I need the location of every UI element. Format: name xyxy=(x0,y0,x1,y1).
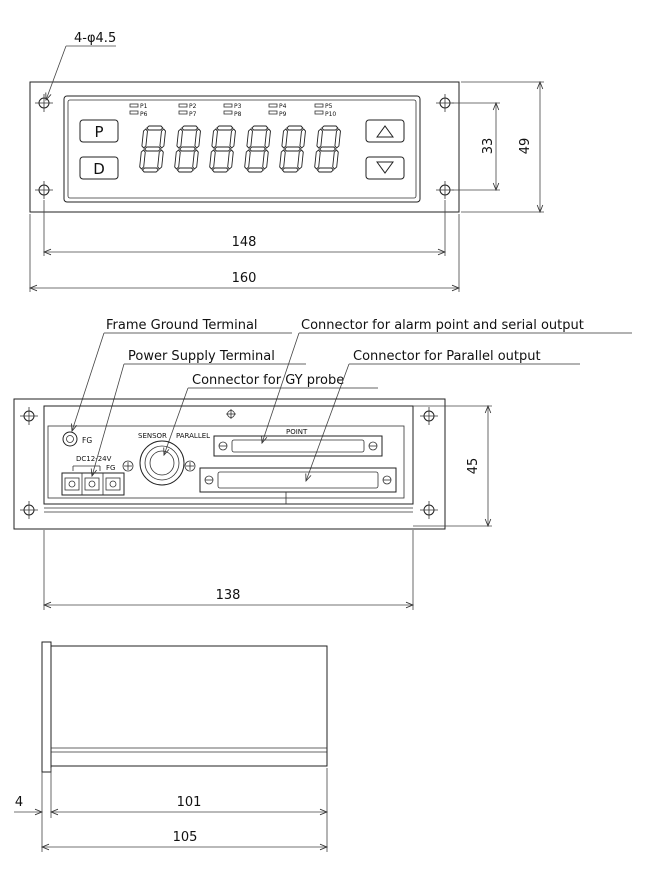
power-supply-terminal: DC12-24V FG xyxy=(61,455,125,496)
indicator-label: P10 xyxy=(325,111,336,118)
display-digit xyxy=(314,125,341,173)
indicator-label: P3 xyxy=(234,103,242,110)
label-sensor: SENSOR xyxy=(138,432,167,440)
indicator-led xyxy=(223,103,233,108)
indicator-label: P6 xyxy=(140,111,148,118)
front-bezel xyxy=(63,95,421,203)
display-digit xyxy=(279,125,306,173)
label-point: POINT xyxy=(286,428,308,436)
alarm-serial-connector: POINT xyxy=(213,428,383,457)
indicator-label: P1 xyxy=(140,103,148,110)
hole-spec-label: 4-φ4.5 xyxy=(74,31,116,46)
label-fg-bottom: FG xyxy=(106,464,115,472)
indicator-label: P7 xyxy=(189,111,197,118)
p-button-label: P xyxy=(94,123,103,141)
indicator-led xyxy=(129,110,139,115)
front-window xyxy=(67,99,417,199)
indicator-led xyxy=(129,103,139,108)
dim-outer-width: 160 xyxy=(232,271,257,286)
rear-mounting-holes xyxy=(20,407,438,519)
dim-body-width: 138 xyxy=(216,588,241,603)
triangle-down-icon xyxy=(376,161,394,174)
side-panel xyxy=(41,641,52,773)
dim-height: 45 xyxy=(466,458,481,475)
d-button[interactable]: D xyxy=(79,156,119,180)
callout-alarm-serial: Connector for alarm point and serial out… xyxy=(301,318,584,333)
gy-probe-connector: SENSOR xyxy=(122,432,196,486)
indicator-label: P5 xyxy=(325,103,333,110)
callout-power-supply: Power Supply Terminal xyxy=(128,349,275,364)
indicator-led xyxy=(268,103,278,108)
indicator-led xyxy=(314,110,324,115)
dim-hole-pitch: 148 xyxy=(232,235,257,250)
dim-total-depth: 105 xyxy=(173,830,198,845)
parallel-connector xyxy=(199,467,397,504)
up-button[interactable] xyxy=(365,119,405,143)
triangle-up-icon xyxy=(376,125,394,138)
dim-hole-vertical: 33 xyxy=(481,138,496,155)
display-digit xyxy=(209,125,236,173)
side-body xyxy=(50,645,328,767)
p-button[interactable]: P xyxy=(79,119,119,143)
frame-ground-terminal: FG xyxy=(62,431,92,447)
label-dc: DC12-24V xyxy=(76,455,112,463)
rear-panel xyxy=(47,425,405,499)
indicator-led xyxy=(178,103,188,108)
label-parallel: PARALLEL xyxy=(176,432,210,440)
front-mounting-holes xyxy=(35,94,454,199)
indicator-led xyxy=(223,110,233,115)
indicator-label: P4 xyxy=(279,103,287,110)
side-view: 4 101 105 xyxy=(14,641,328,852)
down-button[interactable] xyxy=(365,156,405,180)
dim-body-depth: 101 xyxy=(177,795,202,810)
rear-body xyxy=(43,405,414,505)
front-flange xyxy=(29,81,460,213)
rear-flange xyxy=(13,398,446,530)
display-digit xyxy=(244,125,271,173)
display-digit xyxy=(139,125,166,173)
display-digit xyxy=(174,125,201,173)
indicator-led xyxy=(178,110,188,115)
d-button-label: D xyxy=(93,160,105,178)
indicator-led xyxy=(314,103,324,108)
indicator-led xyxy=(268,110,278,115)
callout-frame-ground: Frame Ground Terminal xyxy=(106,318,258,333)
indicator-label: P9 xyxy=(279,111,287,118)
indicator-label: P2 xyxy=(189,103,197,110)
callout-parallel: Connector for Parallel output xyxy=(353,349,541,364)
seven-segment-display xyxy=(139,125,341,173)
dim-panel: 4 xyxy=(15,795,23,810)
label-fg-top: FG xyxy=(82,436,92,445)
callout-gy-probe: Connector for GY probe xyxy=(192,373,344,388)
dim-outer-height: 49 xyxy=(518,138,533,155)
indicator-label: P8 xyxy=(234,111,242,118)
rear-view: Frame Ground Terminal Connector for alar… xyxy=(13,318,632,610)
